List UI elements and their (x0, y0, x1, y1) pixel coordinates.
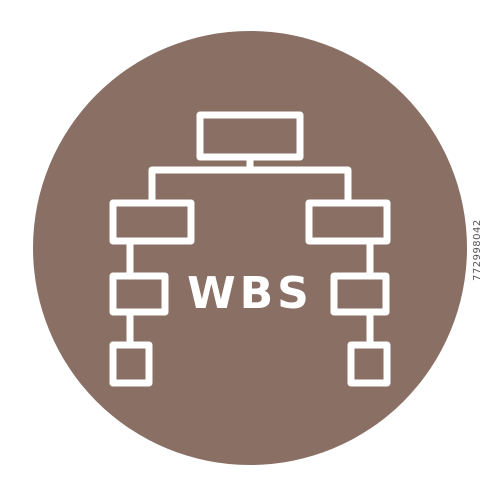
left-branch-connector (148, 166, 254, 207)
wbs-label: WBS (187, 268, 313, 319)
left-level1-box (109, 199, 195, 245)
right-level1-box (305, 199, 391, 245)
background-circle (33, 31, 467, 465)
hierarchy-diagram (109, 111, 391, 387)
right-level3-box (347, 341, 391, 387)
stock-id-watermark: 772998042 (472, 219, 483, 281)
left-level3-box (109, 341, 153, 387)
right-branch-connector (246, 166, 352, 207)
right-level2-box (330, 272, 390, 316)
left-level2-box (109, 272, 169, 316)
